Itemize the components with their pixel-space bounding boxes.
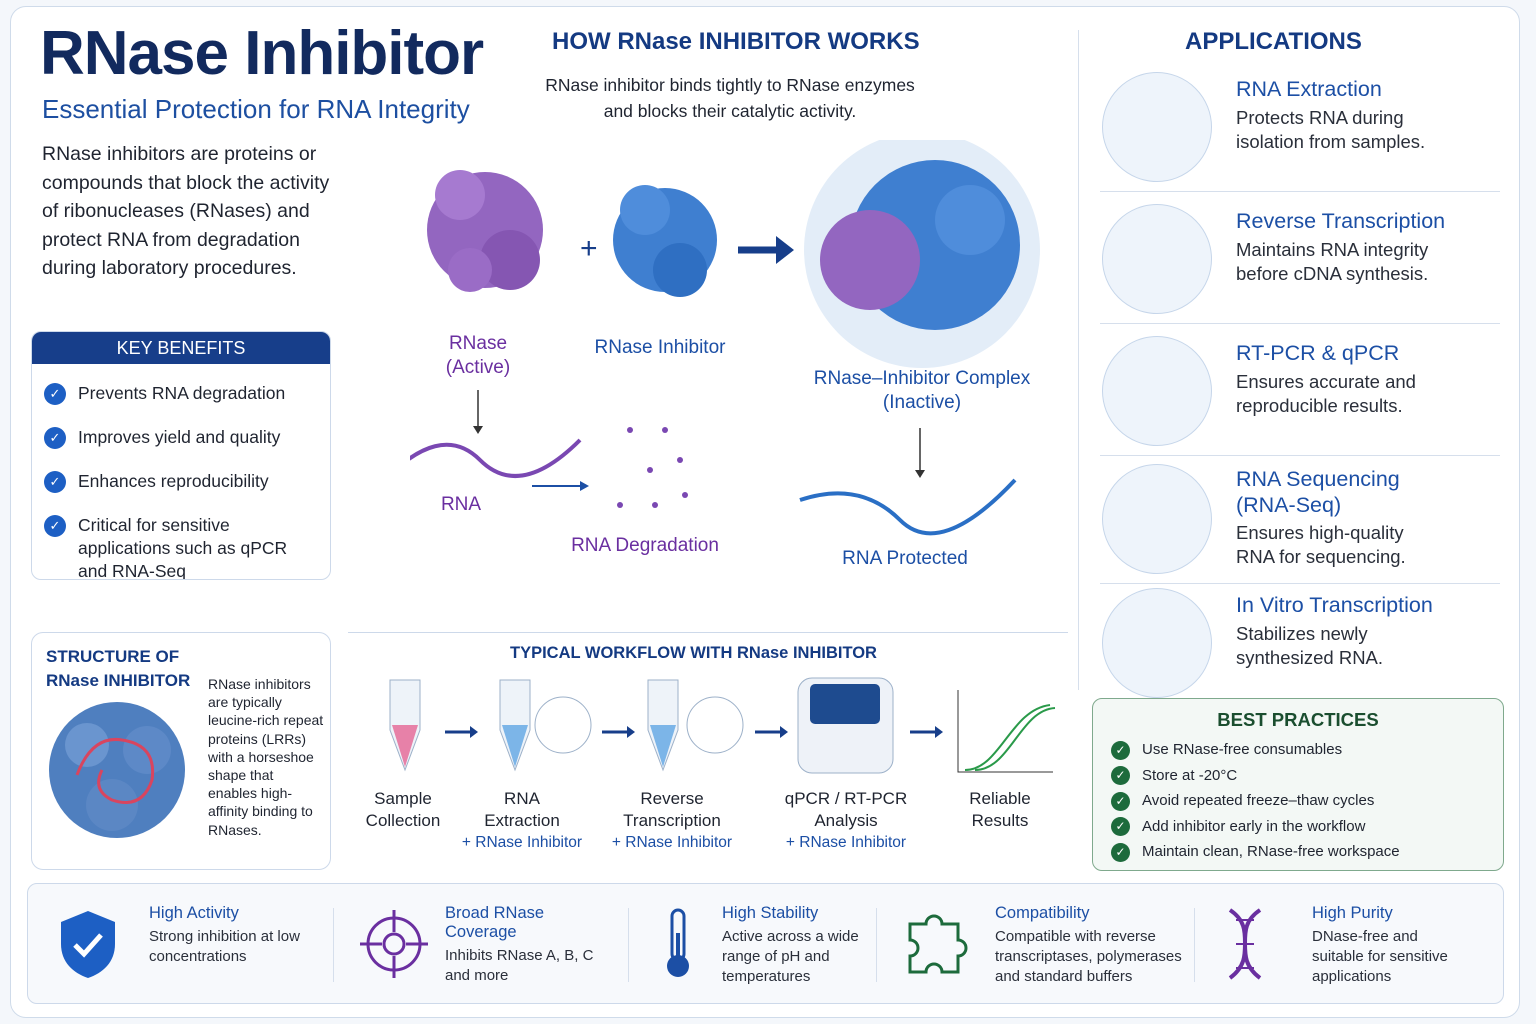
puzzle-icon <box>908 914 968 974</box>
practice-item: ✓Add inhibitor early in the workflow <box>1111 814 1485 840</box>
results-curve-icon <box>957 690 1056 773</box>
benefit-text: Critical for sensitive applications such… <box>78 515 288 580</box>
application-item: RNA Sequencing (RNA-Seq)Ensures high-qua… <box>1100 456 1500 584</box>
plus-sign: + <box>580 232 598 265</box>
intro-text: RNase inhibitors are proteins or compoun… <box>42 143 330 279</box>
check-icon: ✓ <box>44 383 66 405</box>
workflow-title: TYPICAL WORKFLOW WITH RNase INHIBITOR <box>510 644 877 662</box>
inhibitor-label: RNase Inhibitor <box>594 337 726 358</box>
amplification-curve-icon <box>1102 336 1212 446</box>
tube-icon <box>1102 72 1212 182</box>
page-subtitle: Essential Protection for RNA Integrity <box>42 94 470 124</box>
rna-fragments-icon <box>617 427 688 508</box>
column-divider <box>1078 30 1079 690</box>
dna-helix-icon <box>1228 908 1262 980</box>
benefit-item: ✓ Critical for sensitive applications suc… <box>44 514 318 580</box>
target-icon <box>360 910 428 978</box>
structure-text: RNase inhibitors are typically leucine-r… <box>208 676 324 838</box>
key-benefits-title: KEY BENEFITS <box>32 332 330 364</box>
degradation-label: RNA Degradation <box>571 535 719 556</box>
mechanism-diagram <box>410 140 1040 536</box>
shield-check-icon <box>61 911 115 978</box>
sample-tube-icon <box>389 679 421 772</box>
mechanism-description: RNase inhibitor binds tightly to RNase e… <box>545 75 915 121</box>
check-icon: ✓ <box>1111 740 1130 760</box>
best-practices-panel: BEST PRACTICES ✓Use RNase-free consumabl… <box>1092 698 1504 871</box>
check-icon: ✓ <box>1111 791 1130 811</box>
rna-label: RNA <box>440 494 482 515</box>
page-title: RNase Inhibitor <box>40 19 484 88</box>
dna-icon <box>1102 588 1212 698</box>
workflow-icons <box>389 677 1056 774</box>
check-icon: ✓ <box>1111 766 1130 786</box>
protected-label: RNA Protected <box>842 548 968 569</box>
complex-icon <box>804 140 1040 368</box>
extraction-tube-icon <box>499 679 592 772</box>
practice-item: ✓Store at -20°C <box>1111 763 1485 789</box>
check-icon: ✓ <box>44 427 66 449</box>
check-icon: ✓ <box>1111 842 1130 862</box>
sequencer-icon <box>1102 464 1212 574</box>
check-icon: ✓ <box>1111 817 1130 837</box>
practice-item: ✓Use RNase-free consumables <box>1111 737 1485 763</box>
protein-structure-icon <box>49 702 185 838</box>
inhibitor-protein-icon <box>613 185 717 297</box>
benefit-item: ✓ Improves yield and quality <box>44 426 318 449</box>
practice-item: ✓Maintain clean, RNase-free workspace <box>1111 839 1485 865</box>
check-icon: ✓ <box>44 471 66 493</box>
benefit-item: ✓ Prevents RNA degradation <box>44 382 318 405</box>
benefit-text: Prevents RNA degradation <box>78 383 286 403</box>
rna-strand-icon <box>410 438 582 478</box>
mechanism-title: HOW RNase INHIBITOR WORKS <box>552 28 920 55</box>
applications-title: APPLICATIONS <box>1185 28 1362 55</box>
check-icon: ✓ <box>44 515 66 537</box>
rnase-label: RNase(Active) <box>445 333 511 378</box>
rna-strand-icon <box>1102 204 1212 314</box>
rt-tube-icon <box>647 679 744 772</box>
qpcr-machine-icon <box>797 677 894 774</box>
benefit-item: ✓ Enhances reproducibility <box>44 470 318 493</box>
complex-label: RNase–Inhibitor Complex(Inactive) <box>813 368 1031 413</box>
benefit-text: Enhances reproducibility <box>78 471 269 491</box>
best-practices-title: BEST PRACTICES <box>1217 709 1379 730</box>
rnase-protein-icon <box>427 170 543 292</box>
benefit-text: Improves yield and quality <box>78 427 281 447</box>
key-benefits-panel: KEY BENEFITS ✓ Prevents RNA degradation ✓… <box>31 331 331 580</box>
protected-rna-icon <box>799 478 1017 536</box>
arrow-icon <box>776 236 794 264</box>
practice-item: ✓Avoid repeated freeze–thaw cycles <box>1111 788 1485 814</box>
workflow-divider <box>348 632 1068 633</box>
thermometer-icon <box>667 908 689 977</box>
